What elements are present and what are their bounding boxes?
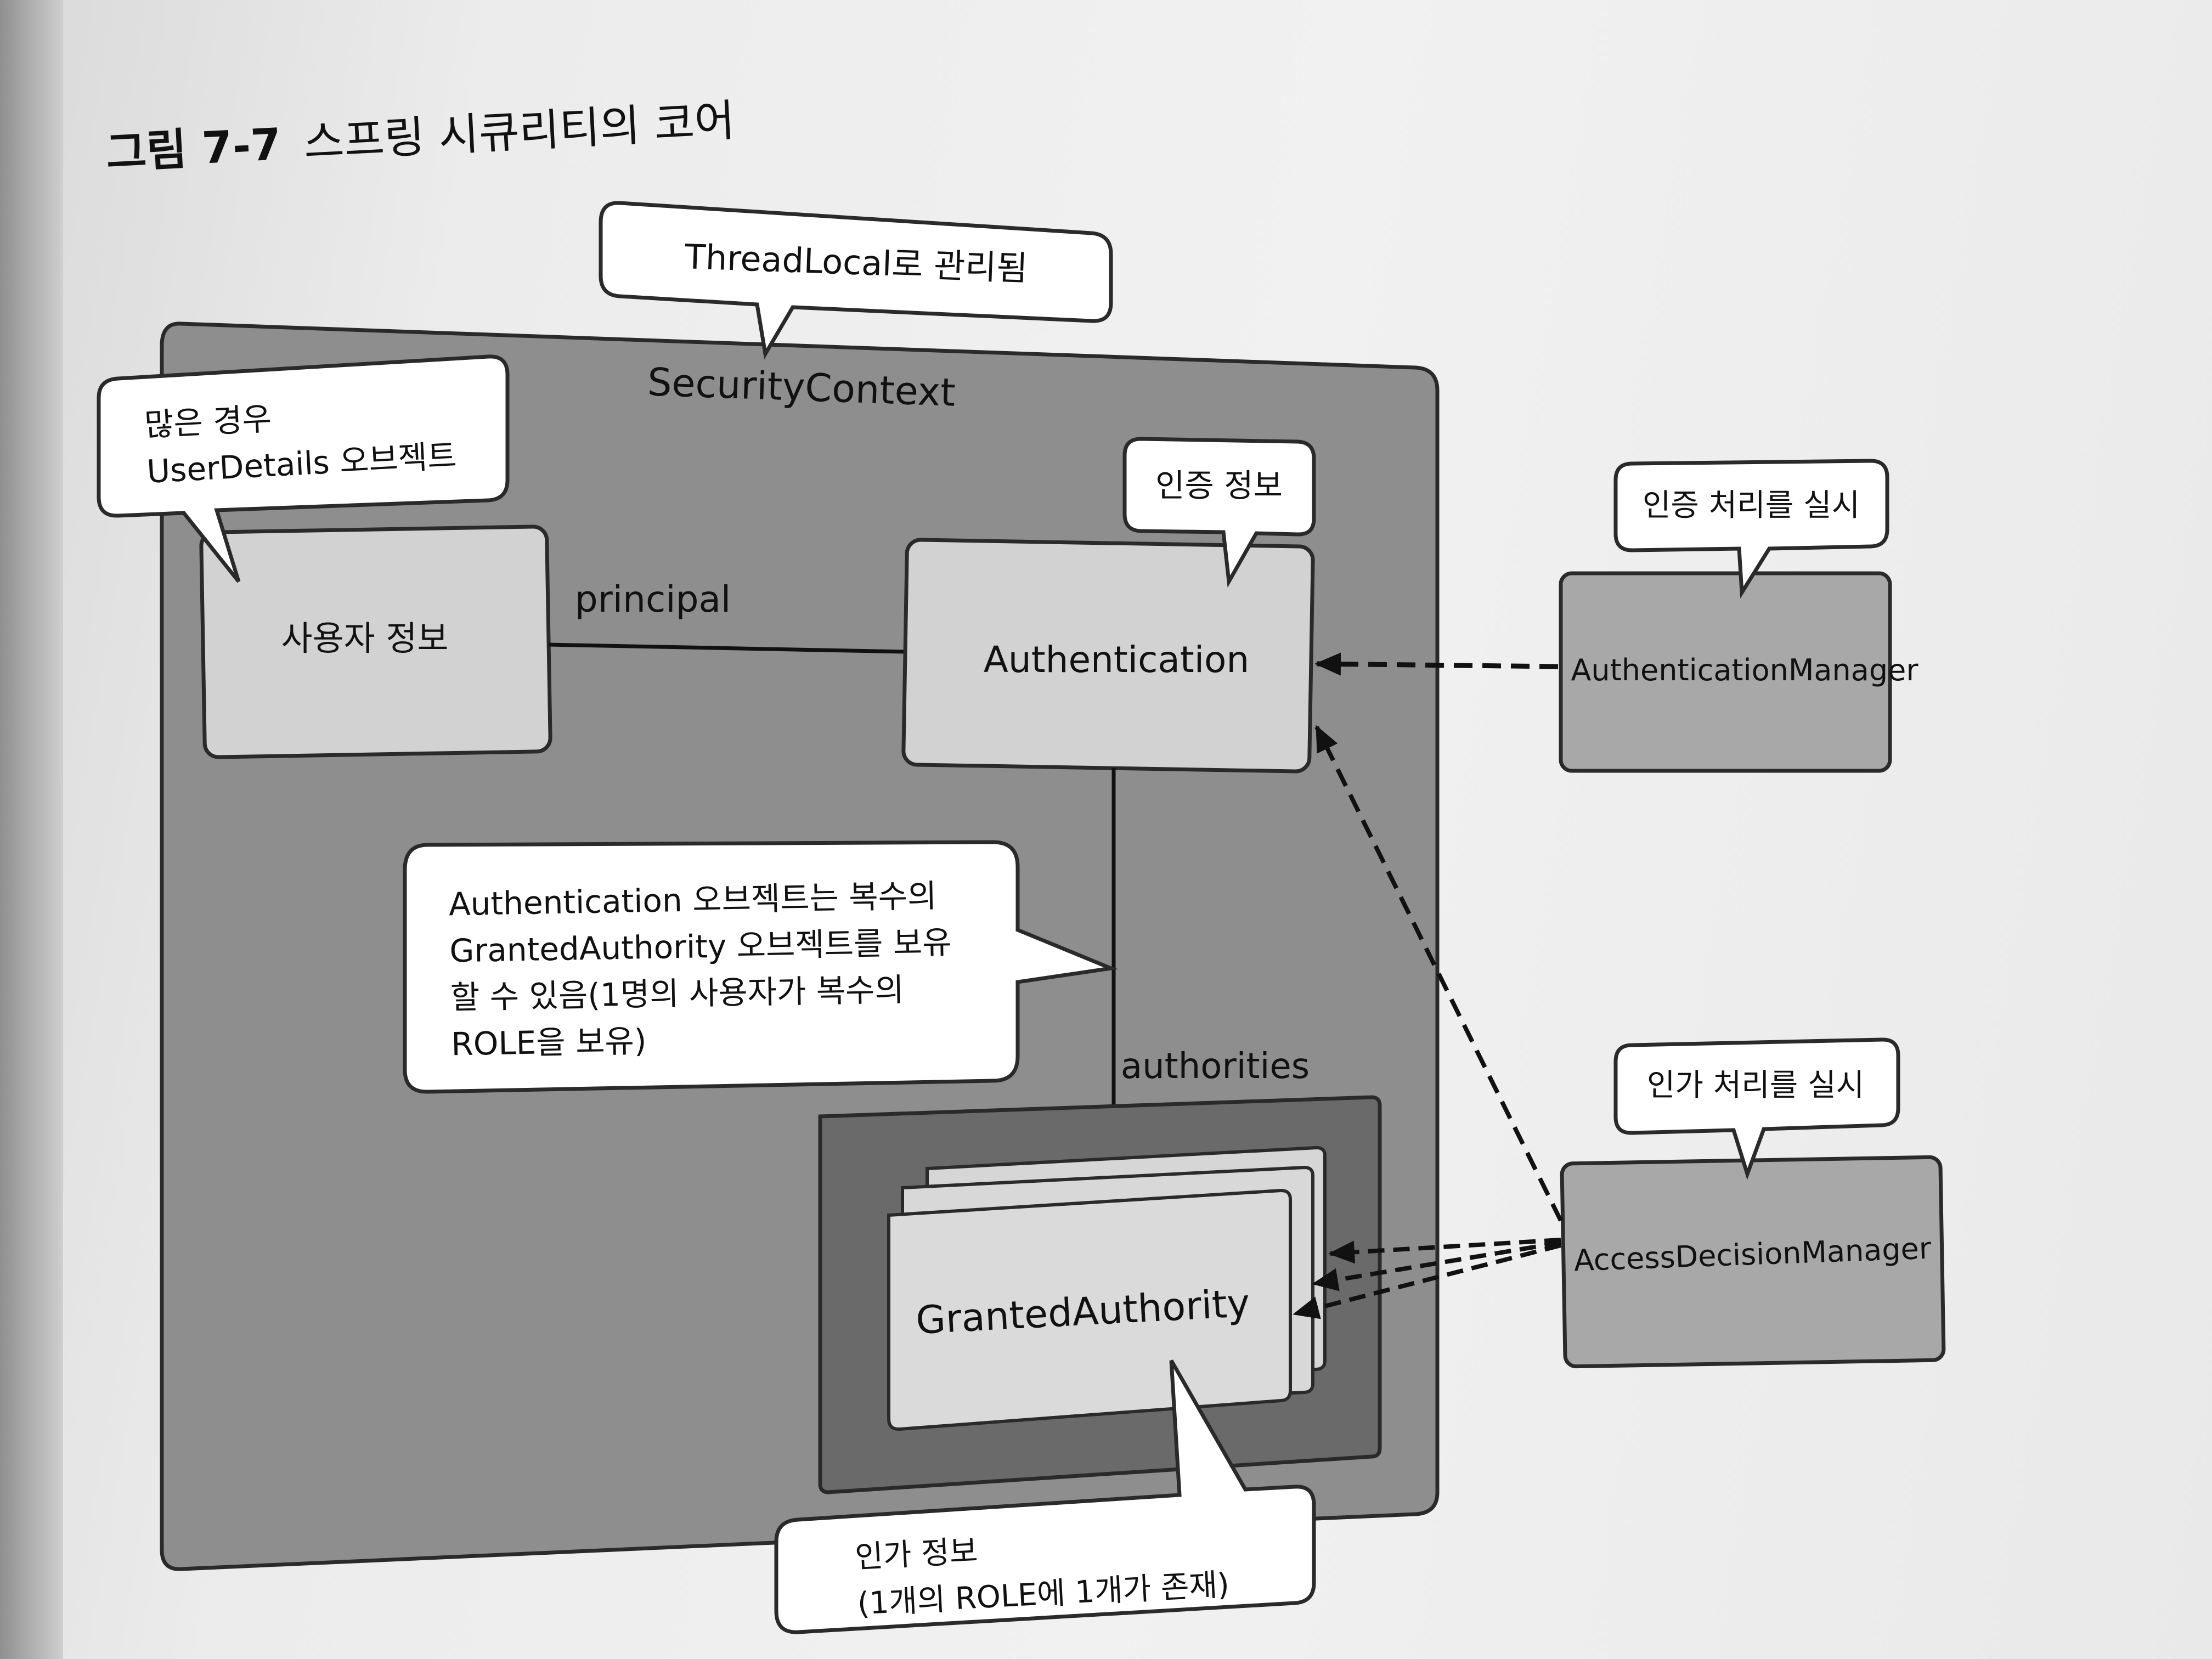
threadlocal-callout [599, 201, 1113, 360]
user-info-node [199, 524, 552, 759]
authorization-process-callout-text: 인가 처리를 실시 [1647, 1068, 1864, 1103]
userdetails-callout-line-1: 많은 경우 [144, 400, 273, 444]
authorities-label: authorities [1121, 1046, 1310, 1087]
access-decision-to-authority-arrow-3 [1293, 1243, 1561, 1319]
authorization-info-callout [774, 1359, 1316, 1634]
multiple-authorities-line-1: Authentication 오브젝트는 복수의 [448, 877, 937, 923]
multiple-authorities-callout-text: Authentication 오브젝트는 복수의 GrantedAuthorit… [448, 877, 963, 1063]
authorization-process-callout [1613, 1037, 1900, 1180]
authorization-info-line-1: 인가 정보 [854, 1533, 979, 1576]
security-context-label: SecurityContext [647, 359, 956, 415]
access-decision-to-authority-arrow-1 [1328, 1238, 1561, 1264]
auth-process-callout [1613, 459, 1889, 599]
access-decision-to-authentication-arrow [1314, 725, 1563, 1222]
authentication-manager-label: AuthenticationManager [1571, 653, 1918, 687]
multiple-authorities-line-3: 할 수 있음(1명의 사용자가 복수의 [450, 971, 904, 1016]
auth-manager-to-authentication-arrow [1314, 652, 1559, 676]
authentication-manager-node [1559, 571, 1892, 773]
authentication-label: Authentication [984, 639, 1250, 681]
multiple-authorities-line-2: GrantedAuthority 오브젝트를 보유 [449, 923, 952, 969]
user-info-label: 사용자 정보 [281, 618, 449, 658]
authentication-node [901, 538, 1315, 774]
principal-connector [548, 642, 906, 654]
userdetails-callout [97, 354, 510, 583]
multiple-authorities-line-4: ROLE을 보유) [451, 1022, 647, 1063]
granted-authority-card-front [887, 1188, 1292, 1431]
page-shadow-edge [0, 0, 63, 1659]
access-decision-to-authority-arrow-2 [1312, 1240, 1561, 1291]
multiple-authorities-callout [403, 840, 1119, 1094]
auth-process-callout-text: 인증 처리를 실시 [1643, 488, 1860, 523]
auth-info-callout-text: 인증 정보 [1155, 467, 1283, 504]
principal-label: principal [575, 578, 731, 620]
auth-info-callout [1122, 437, 1316, 588]
